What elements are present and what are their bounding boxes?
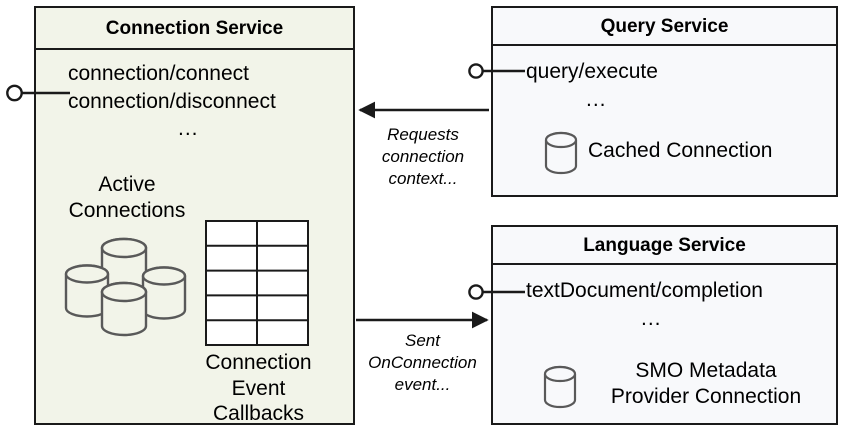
requests-label-line1: Requests	[387, 125, 459, 144]
cached-connection-label: Cached Connection	[588, 139, 773, 162]
operation-query-execute[interactable]: query/execute	[526, 60, 658, 83]
database-cylinder-icon	[543, 365, 577, 409]
active-connections-label: Active Connections	[46, 172, 208, 223]
connection-event-callbacks-label: Connection Event Callbacks	[191, 350, 326, 427]
callbacks-label-line3: Callbacks	[212, 402, 305, 426]
operation-connection-connect[interactable]: connection/connect	[68, 62, 249, 85]
operation-connection-disconnect[interactable]: connection/disconnect	[68, 89, 276, 113]
language-service-body: textDocument/completion ... SMO Metadata…	[493, 265, 836, 423]
operation-textdocument-completion[interactable]: textDocument/completion	[526, 279, 763, 302]
edge-label-requests-connection-context: Requests connection context...	[357, 124, 489, 189]
connection-service-body: connection/connect connection/disconnect…	[36, 50, 353, 425]
edge-label-sent-onconnection-event: Sent OnConnection event...	[355, 330, 490, 395]
query-service-operations-ellipsis: ...	[586, 87, 607, 111]
requests-label-line2: connection	[381, 146, 465, 166]
connection-service-operations: connection/connect connection/disconnect…	[36, 60, 353, 143]
query-service-operations: query/execute ...	[493, 58, 836, 113]
language-service-operations: textDocument/completion ...	[493, 277, 836, 332]
language-service-operations-ellipsis: ...	[641, 306, 662, 330]
database-cluster-icon	[64, 237, 187, 337]
database-cylinder-icon	[544, 131, 578, 175]
connection-service-title: Connection Service	[36, 8, 353, 50]
component-language-service[interactable]: Language Service textDocument/completion…	[491, 225, 838, 425]
table-grid-icon	[205, 220, 309, 346]
query-service-body: query/execute ... Cached Connection	[493, 46, 836, 195]
callbacks-label-line1: Connection	[205, 351, 312, 374]
smo-metadata-provider-connection-label: SMO Metadata Provider Connection	[581, 358, 831, 409]
smo-label-line1: SMO Metadata	[635, 359, 777, 382]
language-service-title: Language Service	[493, 227, 836, 265]
query-service-title: Query Service	[493, 8, 836, 46]
requests-label-line3: context...	[388, 168, 458, 188]
active-connections-label-line1: Active	[98, 173, 156, 196]
active-connections-label-line2: Connections	[68, 198, 186, 222]
sent-label-line1: Sent	[405, 331, 440, 350]
connection-service-operations-ellipsis: ...	[178, 117, 199, 141]
sent-label-line2: OnConnection	[368, 352, 477, 372]
callbacks-label-line2: Event	[231, 376, 286, 400]
component-query-service[interactable]: Query Service query/execute ... Cached C…	[491, 6, 838, 197]
smo-label-line2: Provider Connection	[610, 384, 802, 408]
sent-label-line3: event...	[394, 374, 451, 394]
component-connection-service[interactable]: Connection Service connection/connect co…	[34, 6, 355, 425]
